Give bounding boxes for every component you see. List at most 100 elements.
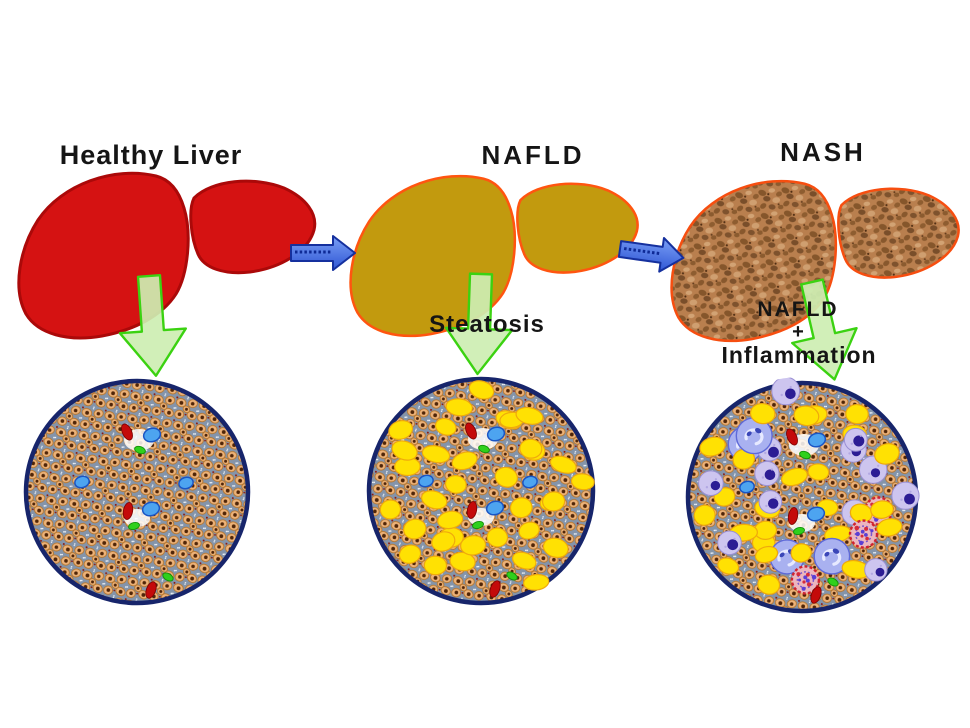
kupffer-blue-cell — [739, 480, 755, 494]
red-blood-cell — [786, 428, 798, 446]
kupffer-blue-cell — [806, 506, 826, 522]
healthy-liver-illustration — [17, 171, 317, 340]
red-blood-cell — [465, 422, 477, 440]
fat-droplet — [460, 535, 487, 556]
kupffer-blue-cell — [178, 476, 194, 490]
fat-droplet — [421, 445, 451, 464]
lymphocyte-cell — [754, 460, 780, 487]
fat-droplet — [542, 491, 566, 512]
fat-droplet — [717, 557, 740, 575]
fat-droplet — [793, 405, 820, 427]
fat-droplet — [388, 420, 414, 440]
fat-droplet — [549, 455, 577, 474]
fat-droplet — [693, 504, 716, 526]
fat-droplet — [398, 544, 422, 564]
lymphocyte-cell — [864, 558, 888, 582]
fat-droplet — [403, 518, 427, 540]
stellate-green-cell — [134, 445, 146, 455]
nash-sublabel-inflammation: Inflammation — [721, 342, 877, 368]
red-blood-cell — [787, 507, 799, 525]
stellate-green-cell — [827, 577, 839, 587]
fat-droplet — [379, 499, 402, 520]
stellate-green-cell — [799, 450, 811, 460]
fat-droplet — [444, 474, 467, 494]
fat-droplet — [870, 500, 894, 519]
fat-droplet — [876, 518, 903, 537]
fat-droplet — [732, 448, 756, 470]
lymphocyte-cell — [891, 481, 920, 510]
kupffer-blue-cell — [418, 474, 434, 488]
progression-arrow-healthy-to-nafld — [290, 235, 356, 271]
lymphocyte-cell — [758, 490, 783, 514]
fat-droplet — [421, 490, 448, 510]
healthy-liver-title: Healthy Liver — [59, 140, 243, 170]
red-blood-cell — [466, 501, 478, 519]
kupffer-blue-cell — [142, 427, 162, 443]
kupffer-blue-cell — [807, 432, 827, 448]
fat-droplet — [515, 406, 544, 425]
histology-nafld — [366, 376, 596, 606]
nash-title: NASH — [780, 137, 866, 167]
lymphocyte-cell — [717, 530, 742, 556]
stellate-green-cell — [506, 571, 518, 581]
fat-droplet — [874, 443, 900, 465]
red-blood-cell — [121, 423, 133, 441]
fat-droplet — [434, 417, 457, 436]
fat-droplet — [754, 545, 779, 564]
inflammatory-focus — [790, 565, 821, 595]
fat-droplet — [445, 398, 473, 417]
fat-droplet — [699, 436, 726, 457]
stellate-green-cell — [162, 572, 174, 582]
fat-droplet — [845, 403, 869, 425]
magnify-arrow-healthy — [118, 274, 187, 377]
kupffer-blue-cell — [522, 475, 538, 489]
fat-droplet — [519, 438, 543, 459]
kupffer-blue-cell — [74, 475, 90, 489]
stellate-green-cell — [472, 520, 484, 530]
stellate-green-cell — [128, 521, 140, 531]
fat-droplet — [437, 510, 464, 530]
nash-sublabel-plus: + — [792, 321, 804, 343]
lymphocyte-cell — [698, 470, 724, 497]
magnify-arrow-nafld — [444, 272, 514, 376]
nash-sublabel-nafld: NAFLD — [757, 298, 839, 321]
fat-droplet — [790, 543, 812, 563]
inflammatory-focus — [848, 519, 879, 549]
fat-droplet — [542, 537, 569, 559]
kupffer-blue-cell — [141, 501, 161, 517]
fat-droplet — [509, 497, 533, 519]
red-blood-cell — [489, 580, 501, 598]
nafld-title: NAFLD — [481, 140, 585, 170]
red-blood-cell — [122, 502, 134, 520]
fat-droplet — [451, 451, 478, 471]
stellate-green-cell — [478, 444, 490, 454]
red-blood-cell — [145, 581, 157, 599]
stellate-green-cell — [793, 526, 805, 536]
fat-droplet — [468, 380, 495, 400]
fat-droplet — [486, 527, 509, 548]
steatosis-label: Steatosis — [429, 311, 545, 338]
lymphocyte-cell — [843, 427, 868, 452]
red-blood-cell — [810, 586, 822, 604]
histology-nash — [685, 377, 920, 614]
fat-droplet — [518, 521, 540, 540]
magnify-arrow-nash — [791, 278, 858, 381]
fat-droplet — [523, 573, 550, 591]
fat-droplet — [423, 555, 448, 576]
fat-droplet — [807, 463, 830, 481]
neutrophil-cell — [813, 537, 851, 575]
fat-droplet — [570, 473, 595, 491]
lymphocyte-cell — [771, 377, 801, 406]
progression-arrow-nafld-to-nash — [617, 237, 685, 273]
fat-droplet — [757, 574, 781, 595]
fat-droplet — [749, 402, 776, 425]
kupffer-blue-cell — [485, 500, 505, 516]
kupffer-blue-cell — [486, 426, 506, 442]
fat-droplet — [494, 466, 518, 488]
fat-droplet — [391, 440, 418, 461]
fat-droplet — [431, 531, 456, 552]
fat-droplet — [780, 467, 808, 487]
fat-droplet — [512, 551, 537, 570]
